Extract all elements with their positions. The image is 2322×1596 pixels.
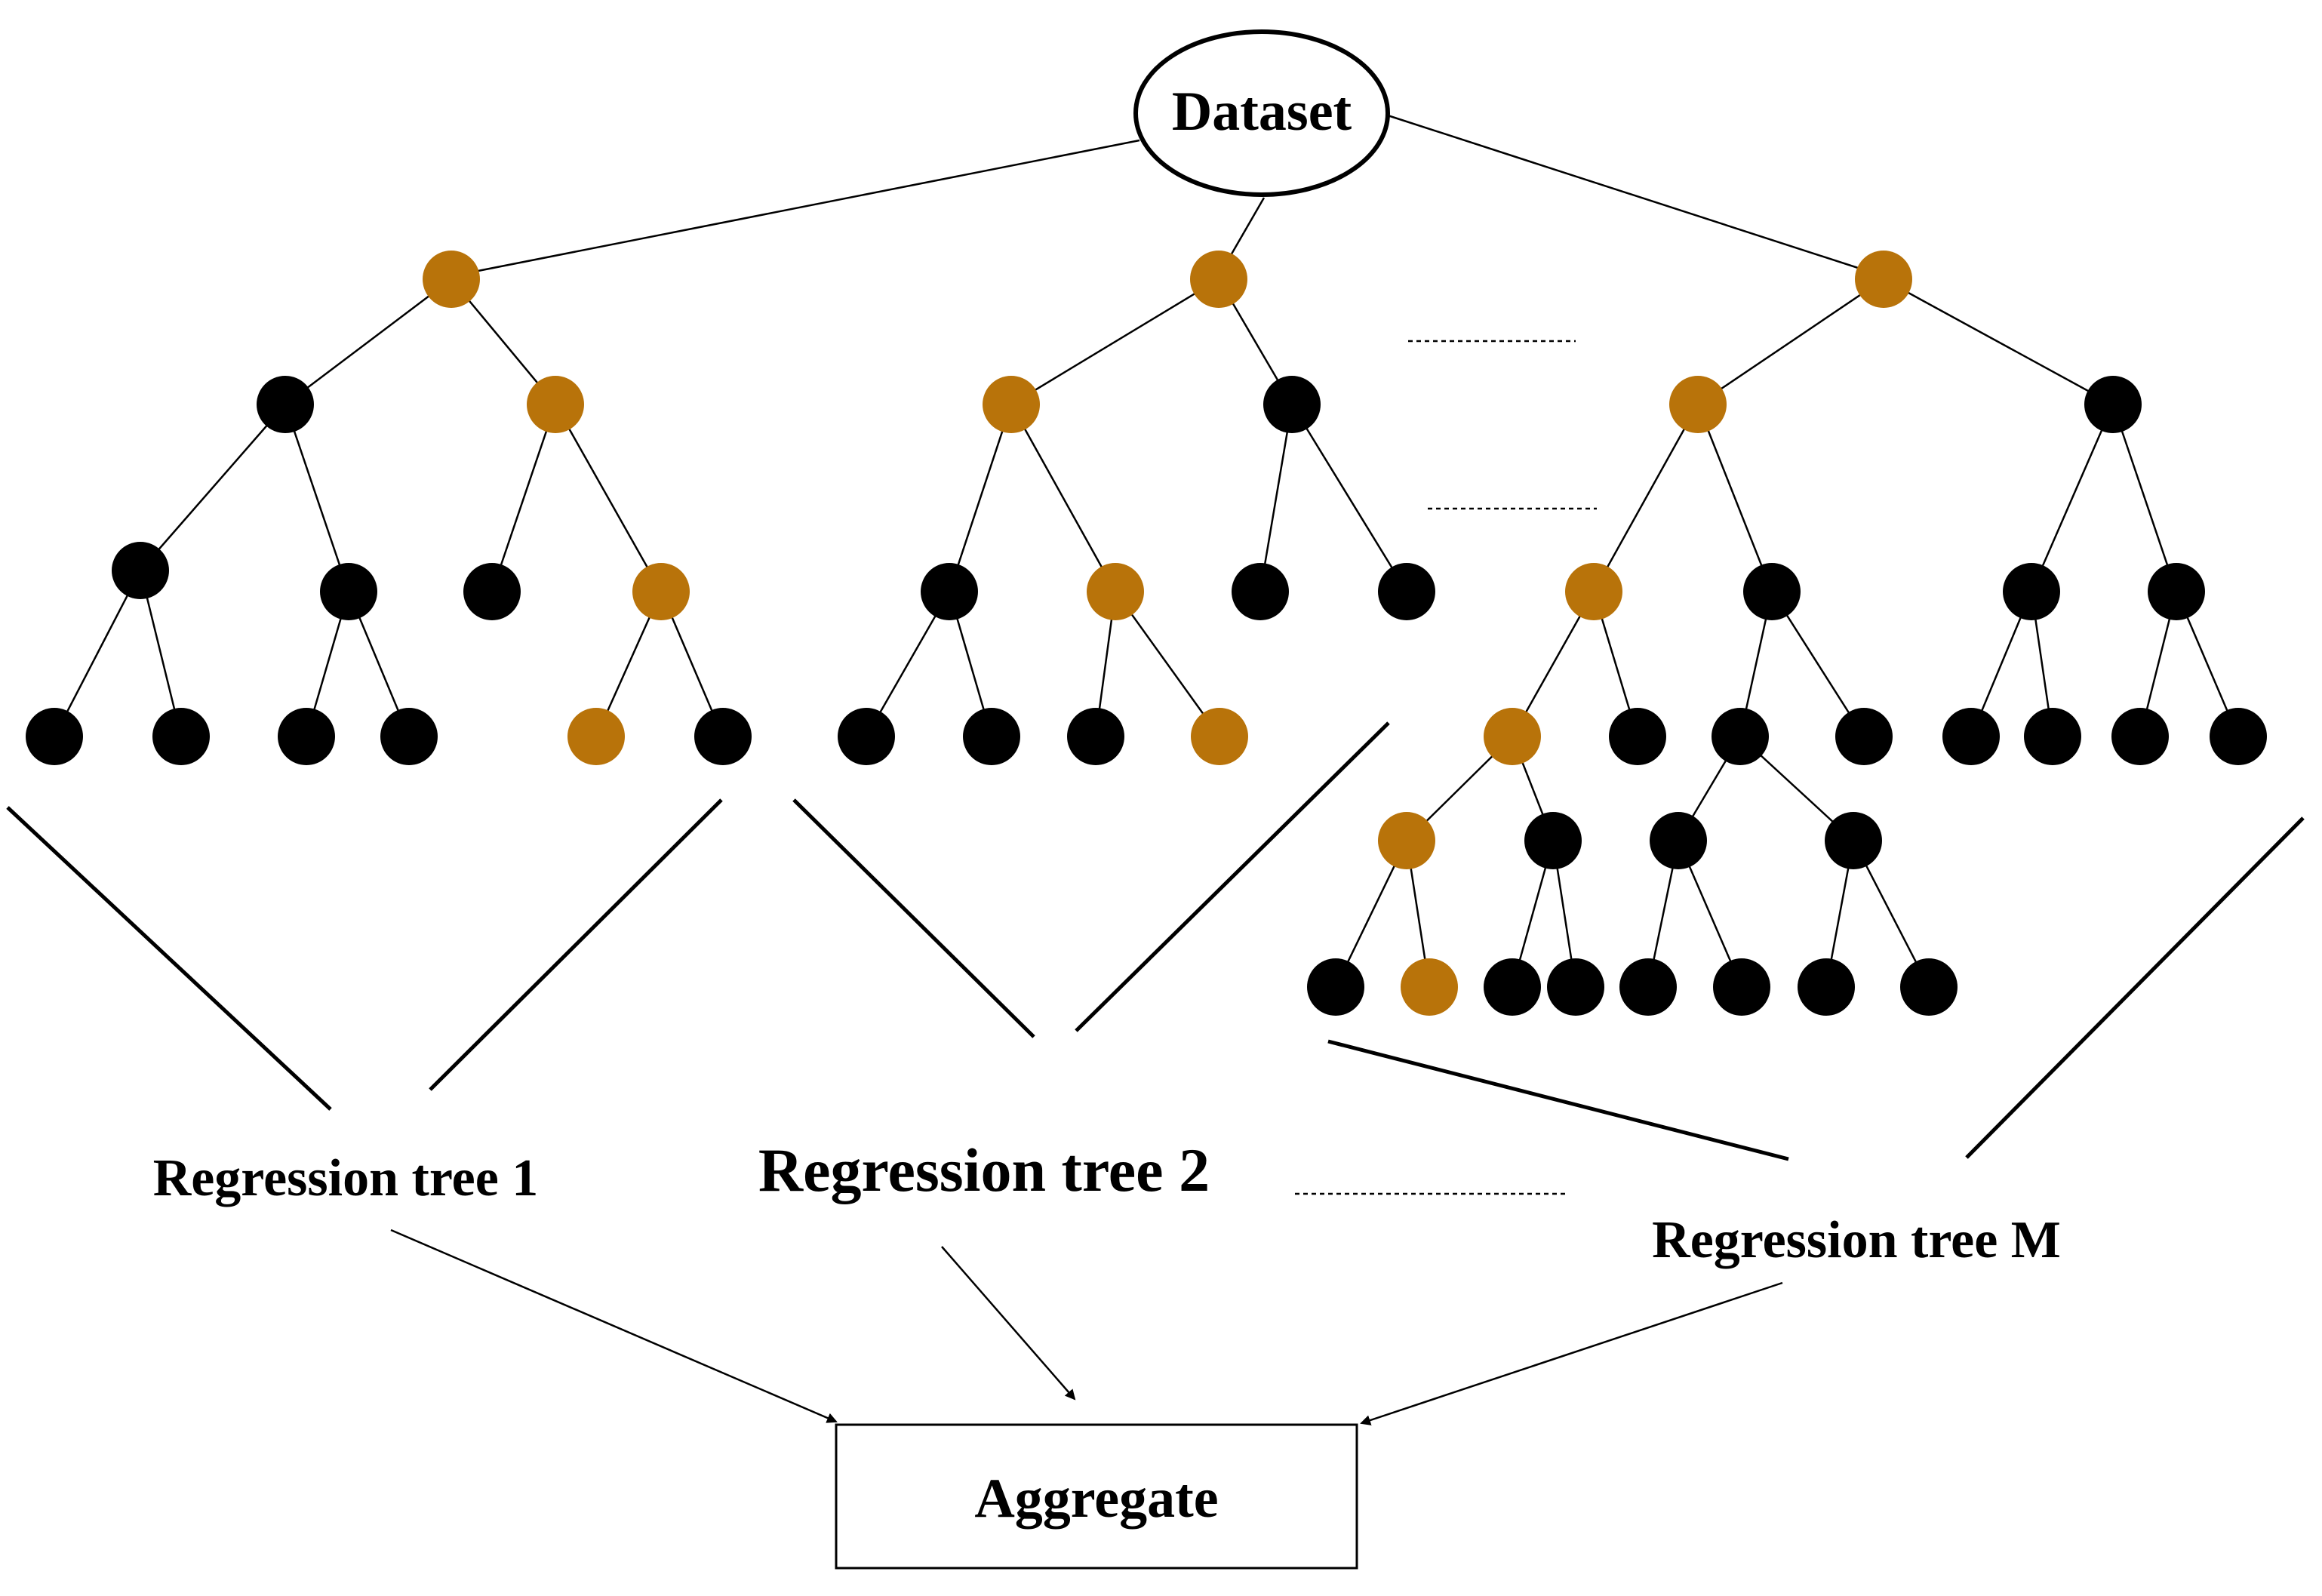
black-node-tm-f	[2148, 563, 2205, 620]
tree-edge-t2-root-t2-a	[1010, 278, 1219, 406]
black-node-t1-i	[278, 708, 335, 765]
black-node-t1-d	[320, 563, 377, 620]
tree-label-2: Regression tree 2	[758, 1136, 1210, 1204]
orange-node-t2-d	[1087, 563, 1144, 620]
group-line-tree2-left	[792, 798, 1035, 1038]
arrow-tree2-aggregate	[941, 1246, 1076, 1401]
orange-node-t1-b	[527, 376, 584, 433]
black-node-tm-q	[1650, 812, 1707, 869]
tree-edge-t1-a-t1-d	[284, 404, 350, 592]
black-node-tm-j	[1835, 708, 1893, 765]
orange-node-t1-root	[423, 251, 480, 308]
group-line-tree1-right	[429, 798, 723, 1091]
black-node-t2-c	[921, 563, 978, 620]
orange-node-t2-root	[1190, 251, 1247, 308]
group-line-tree2-right	[1075, 721, 1390, 1032]
black-node-t1-a	[257, 376, 314, 433]
orange-node-t1-k	[567, 708, 625, 765]
black-node-tm-y	[1798, 958, 1855, 1016]
orange-node-t2-j	[1191, 708, 1248, 765]
black-node-tm-n	[2210, 708, 2267, 765]
tree-edge-t1-a-t1-c	[140, 404, 286, 571]
edge-dataset-treeM	[1385, 113, 1884, 278]
tree-edge-t1-b-t1-f	[554, 404, 663, 592]
black-node-tm-b	[2084, 376, 2142, 433]
black-node-tm-h	[1609, 708, 1666, 765]
black-node-tm-p	[1524, 812, 1582, 869]
tree-edge-tm-b-tm-e	[2030, 404, 2114, 592]
orange-node-tm-a	[1669, 376, 1727, 433]
tree-edge-tm-root-tm-a	[1697, 278, 1884, 406]
orange-node-tm-t	[1401, 958, 1458, 1016]
group-line-treeM-right	[1965, 816, 2305, 1159]
tree-edge-t1-root-t1-a	[284, 278, 452, 405]
black-node-tm-k	[1942, 708, 2000, 765]
orange-node-t1-f	[632, 563, 690, 620]
black-node-tm-m	[2111, 708, 2169, 765]
tree-edge-t2-a-t2-c	[948, 404, 1013, 592]
black-node-tm-e	[2003, 563, 2060, 620]
tree-edge-tm-root-tm-b	[1883, 278, 2114, 406]
aggregate-label: Aggregate	[974, 1468, 1218, 1530]
black-node-t2-g	[838, 708, 895, 765]
black-node-tm-u	[1484, 958, 1541, 1016]
aggregate-box: Aggregate	[835, 1423, 1358, 1570]
black-node-t1-c	[112, 542, 169, 599]
orange-node-tm-root	[1855, 251, 1912, 308]
tree-group-lines	[6, 721, 2305, 1161]
arrow-treeM-aggregate	[1360, 1281, 1783, 1425]
black-node-tm-l	[2024, 708, 2081, 765]
black-node-t1-g	[26, 708, 83, 765]
orange-node-tm-c	[1565, 563, 1622, 620]
dataset-node: Dataset	[1133, 29, 1390, 197]
tree-edge-t2-b-t2-f	[1290, 404, 1408, 592]
tree-label-1: Regression tree 1	[153, 1149, 539, 1207]
black-node-t1-l	[694, 708, 752, 765]
black-node-t1-e	[463, 563, 521, 620]
black-node-t2-b	[1263, 376, 1321, 433]
group-line-tree1-left	[6, 806, 332, 1111]
tree-edge-t2-a-t2-d	[1010, 404, 1117, 592]
orange-node-tm-o	[1378, 812, 1435, 869]
black-node-tm-z	[1900, 958, 1958, 1016]
orange-node-t2-a	[983, 376, 1040, 433]
tree-edge-t2-b-t2-e	[1259, 404, 1293, 592]
black-node-tm-w	[1619, 958, 1677, 1016]
black-node-t1-j	[380, 708, 438, 765]
black-node-tm-v	[1547, 958, 1604, 1016]
group-line-treeM-left	[1327, 1039, 1789, 1161]
tree-edge-tm-a-tm-d	[1696, 404, 1773, 592]
edge-dataset-tree1	[451, 139, 1140, 278]
aggregate-arrows	[390, 1229, 1783, 1425]
black-node-tm-i	[1712, 708, 1769, 765]
black-node-t2-h	[963, 708, 1020, 765]
tree-edge-t2-d-t2-j	[1114, 591, 1221, 737]
dataset-label: Dataset	[1172, 81, 1352, 143]
orange-node-tm-g	[1484, 708, 1541, 765]
black-node-t1-h	[152, 708, 210, 765]
black-node-t2-i	[1067, 708, 1124, 765]
black-node-t2-f	[1378, 563, 1435, 620]
tree-edge-t1-c-t1-g	[53, 570, 142, 737]
tree-label-M: Regression tree M	[1652, 1211, 2061, 1269]
tree-edge-t1-b-t1-e	[491, 404, 557, 592]
ellipsis-lines	[1295, 340, 1597, 1195]
black-node-t2-e	[1232, 563, 1289, 620]
tree-nodes	[26, 251, 2267, 1016]
black-node-tm-s	[1307, 958, 1364, 1016]
tree-edges	[53, 278, 2240, 988]
arrow-tree1-aggregate	[390, 1229, 838, 1423]
black-node-tm-d	[1743, 563, 1801, 620]
tree-edge-tm-a-tm-c	[1592, 404, 1699, 592]
tree-edge-tm-b-tm-f	[2111, 404, 2178, 592]
black-node-tm-x	[1713, 958, 1770, 1016]
black-node-tm-r	[1825, 812, 1882, 869]
